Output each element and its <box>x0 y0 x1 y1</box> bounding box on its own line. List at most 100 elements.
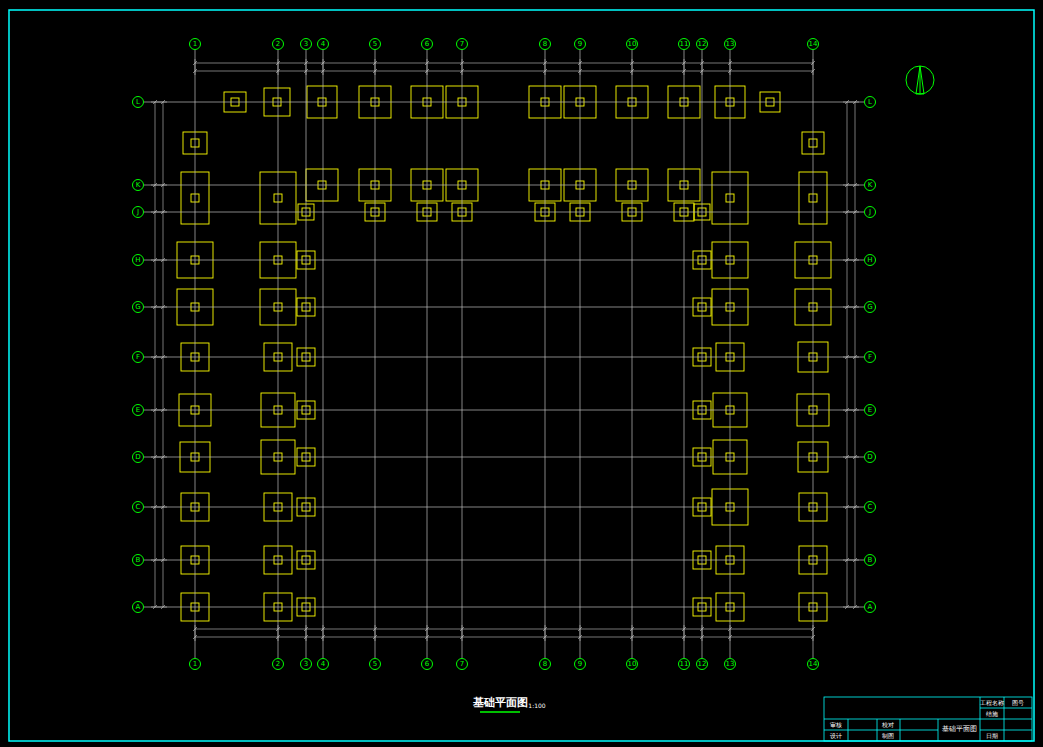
axis-label: 14 <box>809 661 818 668</box>
axis-bubble: 8 <box>539 658 551 670</box>
axis-bubble: 4 <box>317 658 329 670</box>
axis-line <box>144 212 864 213</box>
axis-label: 13 <box>726 661 735 668</box>
axis-bubble: K <box>132 179 144 191</box>
axis-label: 11 <box>680 41 689 48</box>
axis-label: A <box>868 604 873 611</box>
axis-label: L <box>868 99 872 106</box>
title-block-cell: 设计 <box>830 733 842 740</box>
axis-line <box>545 50 546 658</box>
axis-label: 6 <box>425 41 429 48</box>
axis-line <box>580 50 581 658</box>
axis-line <box>144 457 864 458</box>
axis-bubble: J <box>864 206 876 218</box>
axis-line <box>306 50 307 658</box>
axis-label: A <box>136 604 141 611</box>
title-block-cell: 结施 <box>986 711 998 718</box>
title-block-cell: 校对 <box>882 722 894 729</box>
axis-bubble: 11 <box>678 38 690 50</box>
axis-line <box>195 50 196 658</box>
axis-bubble: 10 <box>626 658 638 670</box>
axis-bubble: 2 <box>272 658 284 670</box>
axis-label: 3 <box>304 661 308 668</box>
axis-line <box>323 50 324 658</box>
axis-label: 9 <box>578 661 582 668</box>
axis-bubble: 13 <box>724 658 736 670</box>
axis-bubble: 5 <box>369 658 381 670</box>
axis-bubble: 1 <box>189 38 201 50</box>
axis-label: F <box>136 354 140 361</box>
axis-label: D <box>867 454 872 461</box>
axis-bubble: 3 <box>300 38 312 50</box>
axis-bubble: 4 <box>317 38 329 50</box>
axis-label: 10 <box>628 661 637 668</box>
axis-label: 4 <box>321 661 325 668</box>
axis-line <box>632 50 633 658</box>
axis-bubble: K <box>864 179 876 191</box>
axis-label: C <box>136 504 141 511</box>
title-block-cell: 工程名称 <box>980 700 1004 707</box>
axis-label: K <box>868 182 873 189</box>
axis-line <box>144 507 864 508</box>
axis-label: G <box>135 304 140 311</box>
axis-label: 7 <box>460 661 464 668</box>
axis-bubble: A <box>864 601 876 613</box>
axis-line <box>730 50 731 658</box>
axis-bubble: 13 <box>724 38 736 50</box>
axis-line <box>375 50 376 658</box>
axis-bubble: H <box>864 254 876 266</box>
axis-line <box>144 607 864 608</box>
axis-bubble: L <box>864 96 876 108</box>
axis-label: 5 <box>373 41 377 48</box>
axis-bubble: H <box>132 254 144 266</box>
axis-label: D <box>135 454 140 461</box>
axis-label: B <box>868 557 873 564</box>
axis-bubble: 6 <box>421 658 433 670</box>
axis-bubble: F <box>864 351 876 363</box>
axis-bubble: 12 <box>696 38 708 50</box>
axis-bubble: 7 <box>456 38 468 50</box>
drawing-title: 基础平面图 <box>473 697 528 709</box>
axis-line <box>813 50 814 658</box>
axis-label: 1 <box>193 41 197 48</box>
axis-bubble: D <box>132 451 144 463</box>
axis-label: 8 <box>543 41 547 48</box>
axis-label: 11 <box>680 661 689 668</box>
axis-bubble: 6 <box>421 38 433 50</box>
axis-line <box>684 50 685 658</box>
axis-bubble: 1 <box>189 658 201 670</box>
axis-label: J <box>137 209 139 216</box>
axis-line <box>144 102 864 103</box>
title-block-cell: 审核 <box>830 722 842 729</box>
axis-label: 5 <box>373 661 377 668</box>
axis-label: J <box>869 209 871 216</box>
title-block-title: 基础平面图 <box>942 726 977 734</box>
scale-note: 1:100 <box>528 703 545 710</box>
axis-label: 7 <box>460 41 464 48</box>
dimension-lines <box>151 59 859 641</box>
axis-bubble: 5 <box>369 38 381 50</box>
title-block-cell: 制图 <box>882 733 894 740</box>
axis-bubble: L <box>132 96 144 108</box>
axis-bubble: B <box>132 554 144 566</box>
axis-bubble: B <box>864 554 876 566</box>
axis-label: 9 <box>578 41 582 48</box>
axis-bubble: D <box>864 451 876 463</box>
axis-label: 12 <box>698 661 707 668</box>
axis-line <box>144 185 864 186</box>
axis-label: 8 <box>543 661 547 668</box>
axis-bubble: J <box>132 206 144 218</box>
axis-bubble: 11 <box>678 658 690 670</box>
axis-bubble: 7 <box>456 658 468 670</box>
axis-label: G <box>867 304 872 311</box>
axis-label: 4 <box>321 41 325 48</box>
axis-line <box>144 560 864 561</box>
axis-bubble: 9 <box>574 38 586 50</box>
axis-label: 1 <box>193 661 197 668</box>
axis-label: 12 <box>698 41 707 48</box>
axis-bubble: 10 <box>626 38 638 50</box>
axis-label: 13 <box>726 41 735 48</box>
axis-bubble: C <box>132 501 144 513</box>
sheet-frame <box>9 10 1034 741</box>
axis-bubble: F <box>132 351 144 363</box>
